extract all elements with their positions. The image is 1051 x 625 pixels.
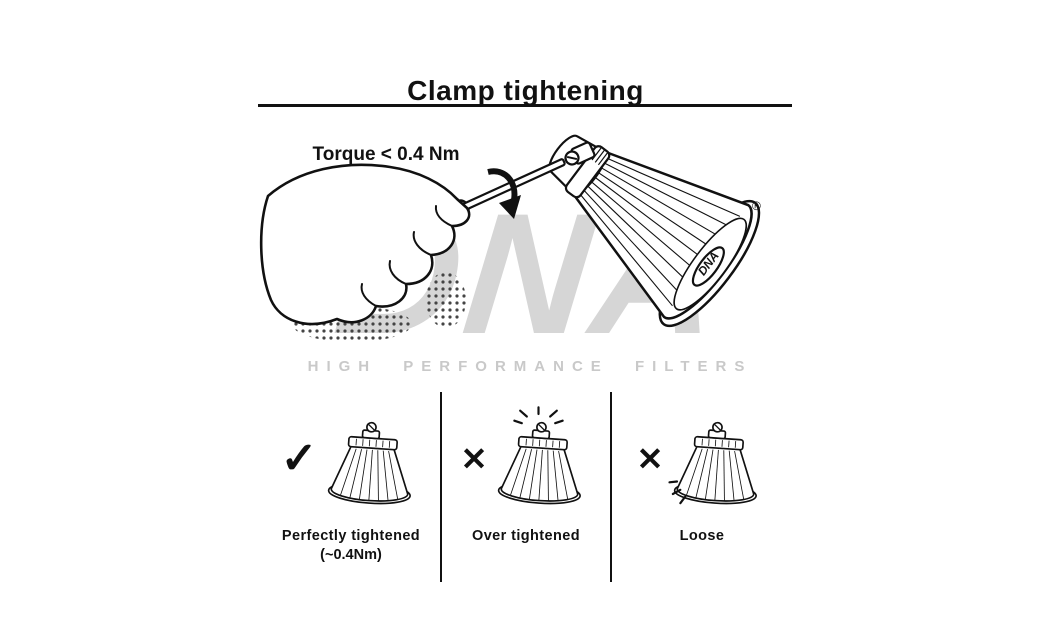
title-divider [258, 104, 792, 107]
page-title: Clamp tightening [407, 74, 644, 106]
panel-label: Loose [679, 528, 725, 544]
hand-illustration [259, 163, 471, 326]
filter-perfect-icon [321, 403, 421, 515]
air-filter-illustration [548, 134, 761, 328]
panel-label: Perfectly tightened [281, 528, 421, 544]
panel-sublabel: (~0.4Nm) [320, 547, 382, 563]
panel-figure: ✕ [637, 398, 768, 520]
tightening-result-panels: ✓ Perfectly tightened (~0.4Nm) ✕ [262, 392, 792, 582]
filter-cap-logo-oval [691, 246, 725, 287]
panel-loose: ✕ Loose [612, 392, 792, 582]
stress-flash-icon [513, 406, 565, 425]
filter-overtightened-icon [491, 406, 591, 515]
check-icon: ✓ [280, 434, 318, 483]
panel-label: Over tightened [472, 528, 580, 544]
cross-icon: ✕ [460, 441, 488, 477]
filter-loose-icon [668, 403, 767, 515]
panel-over-tightened: ✕ Over tightened [440, 392, 612, 582]
cross-icon: ✕ [636, 441, 664, 477]
panel-perfectly-tightened: ✓ Perfectly tightened (~0.4Nm) [262, 392, 440, 582]
loose-flash-icon [668, 480, 687, 505]
dna-watermark-tagline: HIGH PERFORMANCE FILTERS [307, 358, 753, 375]
rotation-arrow-icon [487, 168, 521, 219]
filter-pleats [575, 154, 741, 307]
registered-mark: ® [752, 199, 761, 213]
panel-figure: ✓ [281, 398, 422, 520]
clamp-screw [564, 141, 596, 166]
torque-label: Torque < 0.4 Nm [312, 144, 460, 165]
panel-figure: ✕ [461, 398, 592, 520]
